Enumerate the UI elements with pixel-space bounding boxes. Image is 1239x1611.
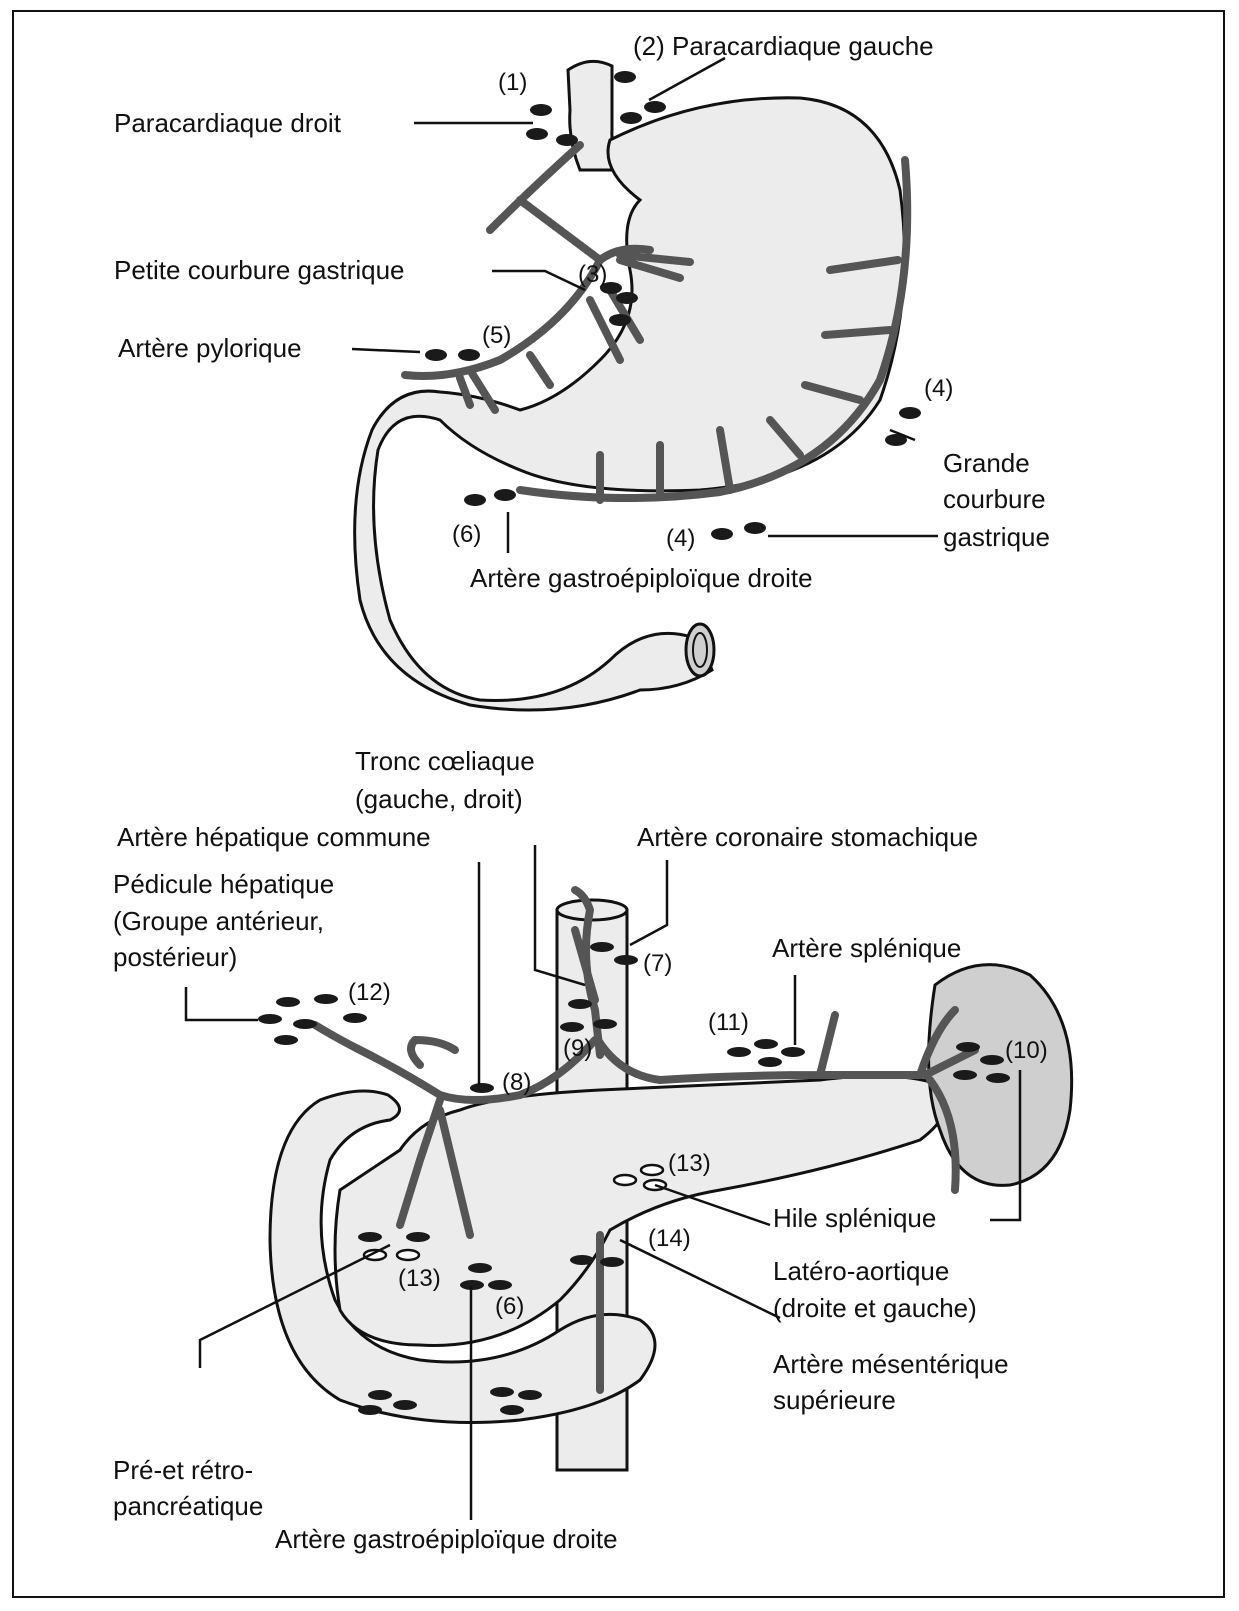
num-9: (9) bbox=[563, 1035, 592, 1062]
label-gastroepiploique-bottom: Artère gastroépiploïque droite bbox=[275, 1524, 618, 1554]
stomach-illustration bbox=[352, 58, 938, 710]
label-coronaire-stomachique: Artère coronaire stomachique bbox=[637, 822, 978, 852]
label-latero-aortique-2: (droite et gauche) bbox=[773, 1293, 977, 1323]
num-7: (7) bbox=[643, 950, 672, 977]
num-8: (8) bbox=[502, 1069, 531, 1096]
num-13a: (13) bbox=[668, 1150, 711, 1177]
label-petite-courbure: Petite courbure gastrique bbox=[114, 255, 405, 285]
label-mesenterique-2: supérieure bbox=[773, 1385, 896, 1415]
num-14: (14) bbox=[648, 1225, 691, 1252]
num-6-top: (6) bbox=[452, 521, 481, 548]
num-12: (12) bbox=[348, 979, 391, 1006]
label-pedicule-hepatique-2: (Groupe antérieur, bbox=[113, 906, 324, 936]
label-grande-courbure-2: courbure bbox=[943, 484, 1046, 514]
num-3: (3) bbox=[578, 261, 607, 288]
duodenum-opening bbox=[686, 624, 714, 676]
num-5: (5) bbox=[482, 322, 511, 349]
label-pre-retro-2: pancréatique bbox=[113, 1491, 263, 1521]
label-mesenterique-1: Artère mésentérique bbox=[773, 1349, 1009, 1379]
label-splenique: Artère splénique bbox=[772, 933, 961, 963]
label-paracardiaque-gauche: (2) Paracardiaque gauche bbox=[633, 31, 934, 61]
num-11: (11) bbox=[708, 1009, 749, 1036]
label-grande-courbure-3: gastrique bbox=[943, 522, 1050, 552]
label-artere-pylorique: Artère pylorique bbox=[118, 333, 302, 363]
label-hile-splenique: Hile splénique bbox=[773, 1203, 936, 1233]
label-gastroepiploique-top: Artère gastroépiploïque droite bbox=[470, 563, 813, 593]
num-10: (10) bbox=[1005, 1037, 1048, 1064]
num-4b: (4) bbox=[666, 525, 695, 552]
num-6-bottom: (6) bbox=[495, 1293, 524, 1320]
label-tronc-coeliaque-1: Tronc cœliaque bbox=[355, 746, 535, 776]
stomach bbox=[355, 98, 905, 710]
label-pedicule-hepatique-3: postérieur) bbox=[113, 942, 237, 972]
label-latero-aortique-1: Latéro-aortique bbox=[773, 1256, 949, 1286]
label-pre-retro-1: Pré-et rétro- bbox=[113, 1455, 253, 1485]
num-4a: (4) bbox=[924, 375, 953, 402]
label-hepatique-commune: Artère hépatique commune bbox=[117, 822, 431, 852]
num-13b: (13) bbox=[398, 1265, 441, 1292]
label-tronc-coeliaque-2: (gauche, droit) bbox=[355, 784, 523, 814]
label-paracardiaque-droit: Paracardiaque droit bbox=[114, 108, 342, 138]
label-grande-courbure-1: Grande bbox=[943, 448, 1030, 478]
label-pedicule-hepatique-1: Pédicule hépatique bbox=[113, 869, 334, 899]
num-1: (1) bbox=[498, 69, 527, 96]
